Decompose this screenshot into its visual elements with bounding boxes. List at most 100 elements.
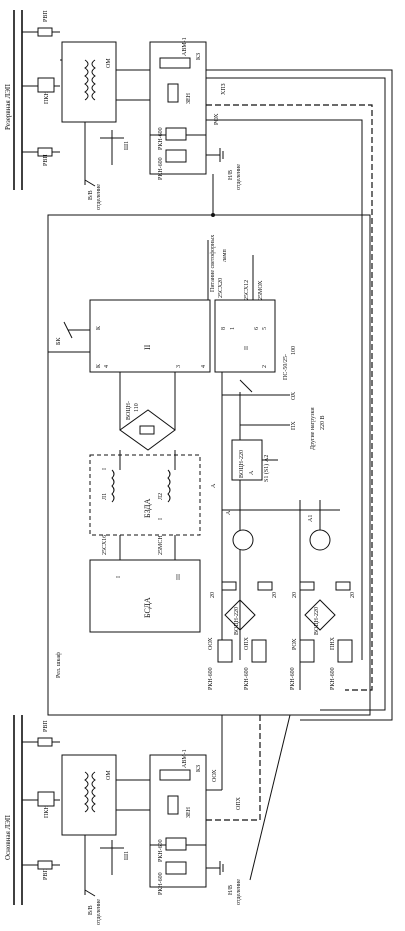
kz-top-label: КЗ [196, 53, 202, 60]
l2-label: Л2 [158, 493, 164, 500]
khp-label: ХПЗ [221, 83, 227, 95]
k2-num: 4 [104, 365, 110, 368]
ammeter-a [232, 529, 254, 551]
pin-4: 4 [201, 365, 207, 368]
dashed-wire-main [206, 715, 261, 821]
rkn-1-label: РКН-600 [208, 667, 214, 690]
rvp-top-label-main: РВП [43, 720, 49, 732]
block-ii-label: II [143, 344, 152, 350]
cabinet-label: Рел. шкаф [55, 652, 62, 678]
supply-label-2: ламп [222, 249, 228, 262]
n1: 1 [230, 327, 236, 330]
vv-dept-main: отделение [96, 899, 102, 925]
oox-main-label: ООХ [212, 769, 218, 782]
k2-label: К [96, 363, 102, 368]
r20-2 [257, 581, 273, 591]
rkn-top-label: РКН-600 [158, 127, 164, 150]
sx20-label: 25СХ20 [218, 278, 224, 298]
a-label-3: А [226, 510, 232, 515]
vv-label-main: В/В [88, 905, 94, 915]
rvp-bottom-label: РВП [43, 154, 49, 166]
r20-1-label: 20 [210, 592, 216, 598]
bzda-block [89, 454, 201, 536]
rkn-3-label: РКН-600 [290, 667, 296, 690]
main-line-label: Основная ЛЭП [4, 815, 12, 860]
zeh-main-box [167, 795, 179, 815]
rvp-bottom-label-main: РВП [43, 868, 49, 880]
vocn-110-resistor [139, 425, 155, 435]
om-coil-1 [84, 59, 89, 101]
ps-block [214, 299, 276, 373]
r20-3-label: 20 [292, 592, 298, 598]
n6: 6 [254, 327, 260, 330]
om-label-main: ОМ [106, 770, 112, 780]
wire-outer [206, 69, 393, 721]
bsda-block [89, 559, 201, 633]
relay-block-top [149, 41, 207, 175]
rvp-top-box [37, 27, 53, 37]
n2: 2 [262, 365, 268, 368]
wire-rox [206, 119, 363, 660]
rvp-bottom-box-main [37, 860, 53, 870]
rox-label: РОХ [292, 638, 298, 650]
relay-block-main [149, 754, 207, 888]
vocn-220-top-label: ВОЦН-220 [239, 450, 245, 478]
px-label: ПХ [291, 421, 297, 430]
nv-top-dept: отделение [236, 164, 242, 190]
s1-label: S1 (S1) [263, 464, 270, 482]
vocn-110-label-2: 110 [134, 403, 140, 412]
sh1-label: Ш1 [124, 141, 130, 150]
load-label: Другие нагрузки [310, 407, 316, 450]
oox-relay [217, 639, 233, 663]
r20-1 [221, 581, 237, 591]
avm-top-label: АВМ-1 [182, 37, 188, 56]
vocn-220-lower-2-label: ВОЦН-220 [314, 607, 320, 635]
rkn-main-top-label: РКН-600 [158, 839, 164, 862]
i1-label: I [102, 468, 108, 470]
rvp-bottom-box [37, 147, 53, 157]
nv-top-label: Н/В [228, 170, 234, 180]
rkn-main-bottom-box [165, 861, 187, 875]
rvp-top-label: РВП [43, 10, 49, 22]
nv-main-label: Н/В [228, 885, 234, 895]
rkn-top-box [165, 127, 187, 141]
a-label-1: А [249, 470, 255, 475]
pin-3: 3 [176, 365, 182, 368]
pnx-label: ПНХ [330, 636, 336, 650]
kz-main-label: КЗ [196, 765, 202, 772]
pnx-relay [337, 639, 353, 663]
vocn-220-lower-1 [224, 599, 256, 631]
relay-cabinet [47, 214, 371, 716]
supply-label: Питание светофорных [209, 235, 216, 292]
opx-main-label: ОПХ [236, 796, 242, 810]
block-ii [89, 299, 211, 373]
wire-khp [206, 77, 386, 711]
om-coil-main-2 [91, 771, 96, 813]
zeh-main-label: ЗЕН [186, 806, 192, 818]
avm-main-label: АВМ-1 [182, 749, 188, 768]
mox-label: 25МОХ [258, 280, 264, 300]
om-label: ОМ [106, 58, 112, 68]
rkn-main-top-box [165, 837, 187, 851]
sh1-label-main: Ш1 [124, 851, 130, 860]
om-coil-2 [91, 59, 96, 101]
pkn-label-main: ПКН [44, 805, 50, 818]
r20-3 [299, 581, 315, 591]
om-coil-main-1 [84, 771, 89, 813]
vocn-220-lower-1-label: ВОЦН-220 [234, 607, 240, 635]
mcn-label: 25МСН [158, 535, 164, 555]
rkn-main-bottom-label: РКН-600 [158, 872, 164, 895]
om-box-main [61, 754, 117, 836]
n8: 8 [221, 327, 227, 330]
l1-label: Л1 [102, 493, 108, 500]
rox-relay [299, 639, 315, 663]
reserve-line-section: Резервная ЛЭП РВП ПКН РВП ОМ Ш1 В/В отде… [4, 10, 242, 210]
rkn-bottom-box [165, 149, 187, 163]
oox-label: ООХ [208, 637, 214, 650]
rvp-top-box-main [37, 737, 53, 747]
vv-dept: отделение [96, 184, 102, 210]
l2-coil [167, 469, 171, 503]
rkn-4-label: РКН-600 [330, 667, 336, 690]
a2-label: А2 [264, 455, 270, 462]
nv-main-dept: отделение [236, 879, 242, 905]
